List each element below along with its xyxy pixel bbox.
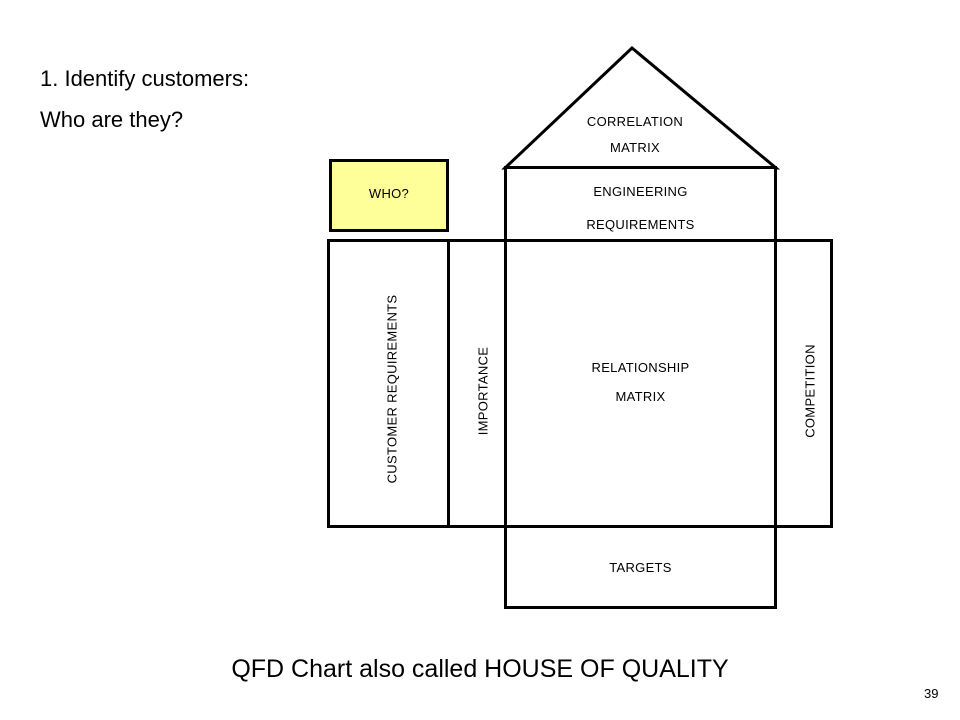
correlation-label-line1: CORRELATION — [586, 114, 684, 129]
engineering-label-line1: ENGINEERING — [593, 184, 688, 199]
targets-box — [504, 525, 777, 609]
relationship-label-line1: RELATIONSHIP — [591, 360, 690, 375]
relationship-label-line2: MATRIX — [615, 389, 666, 404]
engineering-label-line2: REQUIREMENTS — [586, 217, 695, 232]
page-number: 39 — [924, 686, 939, 701]
who-label: WHO? — [368, 186, 410, 201]
relationship-matrix-box — [504, 239, 777, 528]
who-box — [329, 159, 449, 232]
correlation-label-line2: MATRIX — [610, 140, 660, 155]
step-heading: 1. Identify customers: — [40, 66, 250, 91]
question-text: Who are they? — [40, 107, 184, 132]
competition-label: COMPETITION — [802, 344, 818, 438]
main-frame — [327, 239, 833, 528]
importance-label: IMPORTANCE — [475, 346, 491, 436]
caption: QFD Chart also called HOUSE OF QUALITY — [231, 655, 729, 683]
customer-requirements-label: CUSTOMER REQUIREMENTS — [384, 294, 400, 484]
targets-label: TARGETS — [609, 560, 672, 575]
